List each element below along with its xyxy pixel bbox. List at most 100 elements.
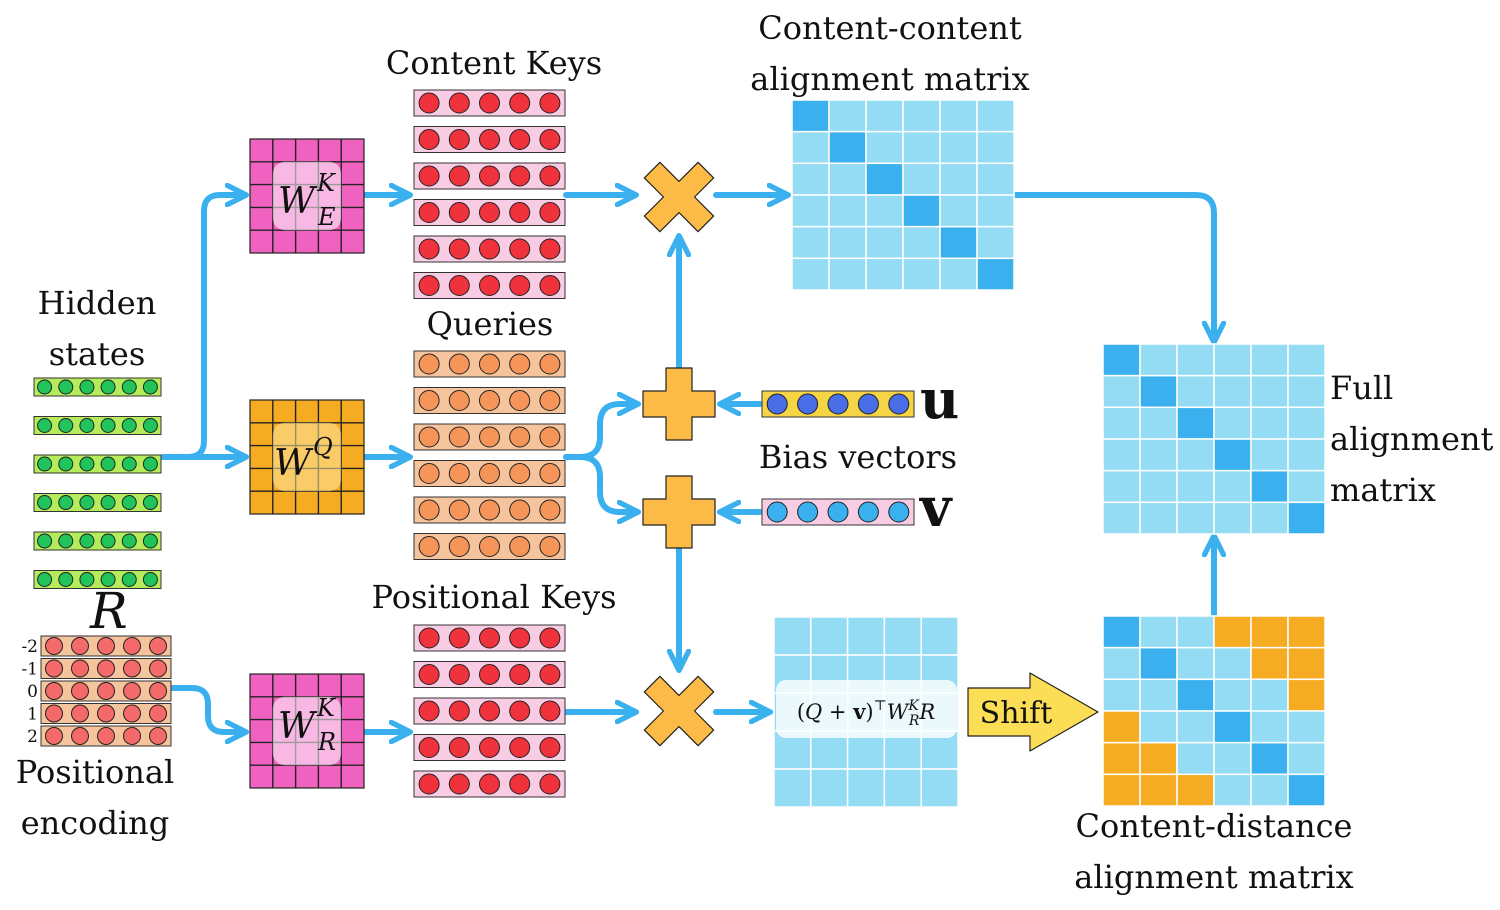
shift-arrow: Shift <box>967 672 1099 752</box>
vector-element <box>539 773 561 795</box>
matrix-cell <box>939 162 978 196</box>
matrix-cell <box>1176 773 1215 807</box>
vector-element <box>149 682 167 700</box>
vector-element <box>142 418 158 433</box>
vector-element <box>448 275 470 296</box>
vector-element <box>142 379 158 395</box>
matrix-cell <box>1287 678 1326 712</box>
queries-label: Queries <box>427 305 554 343</box>
bias-v-row <box>761 498 915 526</box>
vector-element <box>71 659 89 678</box>
vector-element <box>142 533 158 549</box>
matrix-cell <box>1287 406 1326 440</box>
matrix-cell <box>1250 646 1289 681</box>
matrix-cell <box>1213 773 1252 807</box>
vector-element <box>509 700 531 722</box>
vector-element <box>479 353 500 375</box>
cd-matrix-label-line2: alignment matrix <box>1074 858 1353 896</box>
matrix-cell <box>1287 741 1326 776</box>
vector-element <box>418 426 440 448</box>
vector-element <box>418 499 440 521</box>
vector-element <box>97 659 115 678</box>
matrix-cell <box>1213 646 1252 681</box>
vector-element <box>479 499 500 521</box>
matrix-cell <box>828 130 867 165</box>
vector-element <box>79 572 95 587</box>
hidden-state-vector <box>33 454 162 474</box>
matrix-cell <box>791 194 830 228</box>
vector-element <box>418 627 440 649</box>
hidden-states-label-line2: states <box>49 335 146 373</box>
position-index: 0 <box>27 682 38 702</box>
vector-element <box>539 129 561 150</box>
vector-element <box>479 426 500 448</box>
vector-element <box>448 627 470 649</box>
matrix-cell <box>1287 438 1326 472</box>
vector-element <box>71 682 89 700</box>
arrow-queries-to-plus-v <box>563 454 636 512</box>
vector-element <box>121 495 137 510</box>
vector-element <box>58 572 74 587</box>
vector-element <box>58 379 74 395</box>
bias-u-row <box>761 390 915 418</box>
hidden-state-vector <box>33 493 162 512</box>
matrix-cell <box>865 257 904 291</box>
vector-element <box>418 664 440 685</box>
vector-element <box>448 390 470 411</box>
hidden-states: Hidden states <box>33 284 162 589</box>
matrix-cell <box>1139 741 1178 776</box>
matrix-cell <box>976 257 1015 291</box>
matrix-cell <box>1287 501 1326 535</box>
weight-grid-highlight <box>272 161 342 231</box>
vector-element <box>509 92 531 114</box>
matrix-cell <box>976 194 1015 228</box>
vector-element <box>79 379 95 395</box>
matrix-cell <box>1250 406 1289 440</box>
matrix-cell <box>1139 374 1178 409</box>
vector-element <box>509 202 531 223</box>
vector-element <box>100 456 116 472</box>
r-symbol: R <box>89 582 128 640</box>
queries <box>413 350 566 560</box>
matrix-cell <box>1176 469 1215 504</box>
vector-element <box>479 664 500 685</box>
query-vector <box>413 387 566 414</box>
matrix-cell <box>1139 678 1178 712</box>
vector-element <box>509 773 531 795</box>
vector-element <box>121 456 137 472</box>
positional-encoding-row <box>40 658 172 679</box>
vector-element <box>448 664 470 685</box>
hidden-state-vector <box>33 416 162 435</box>
vector-element <box>509 426 531 448</box>
vector-element <box>97 727 115 745</box>
vector-element <box>418 92 440 114</box>
plus-op-v <box>642 475 716 549</box>
vector-element <box>123 637 141 655</box>
vector-element <box>509 275 531 296</box>
vector-element <box>58 495 74 510</box>
matrix-cell <box>1213 710 1252 744</box>
vector-element <box>539 463 561 484</box>
vector-element <box>448 700 470 722</box>
vector-element <box>448 238 470 260</box>
weight-matrix-wr <box>249 673 365 789</box>
matrix-cell <box>865 99 904 133</box>
vector-element <box>71 727 89 745</box>
vector-element <box>418 737 440 758</box>
vector-element <box>479 773 500 795</box>
v-symbol: v <box>919 475 953 539</box>
arrow-hidden-to-we <box>160 195 244 460</box>
vector-element <box>100 533 116 549</box>
vector-element <box>448 353 470 375</box>
matrix-cell <box>1213 615 1252 649</box>
matrix-cell <box>1102 646 1141 681</box>
vector-element <box>37 456 53 472</box>
matrix-cell <box>1139 615 1178 649</box>
vector-element <box>79 418 95 433</box>
matrix-cell <box>1287 374 1326 409</box>
positional-encoding-row <box>40 703 172 724</box>
matrix-cell <box>1250 615 1289 649</box>
weight-matrix-we <box>249 138 365 254</box>
weight-matrix-wq <box>249 399 365 515</box>
